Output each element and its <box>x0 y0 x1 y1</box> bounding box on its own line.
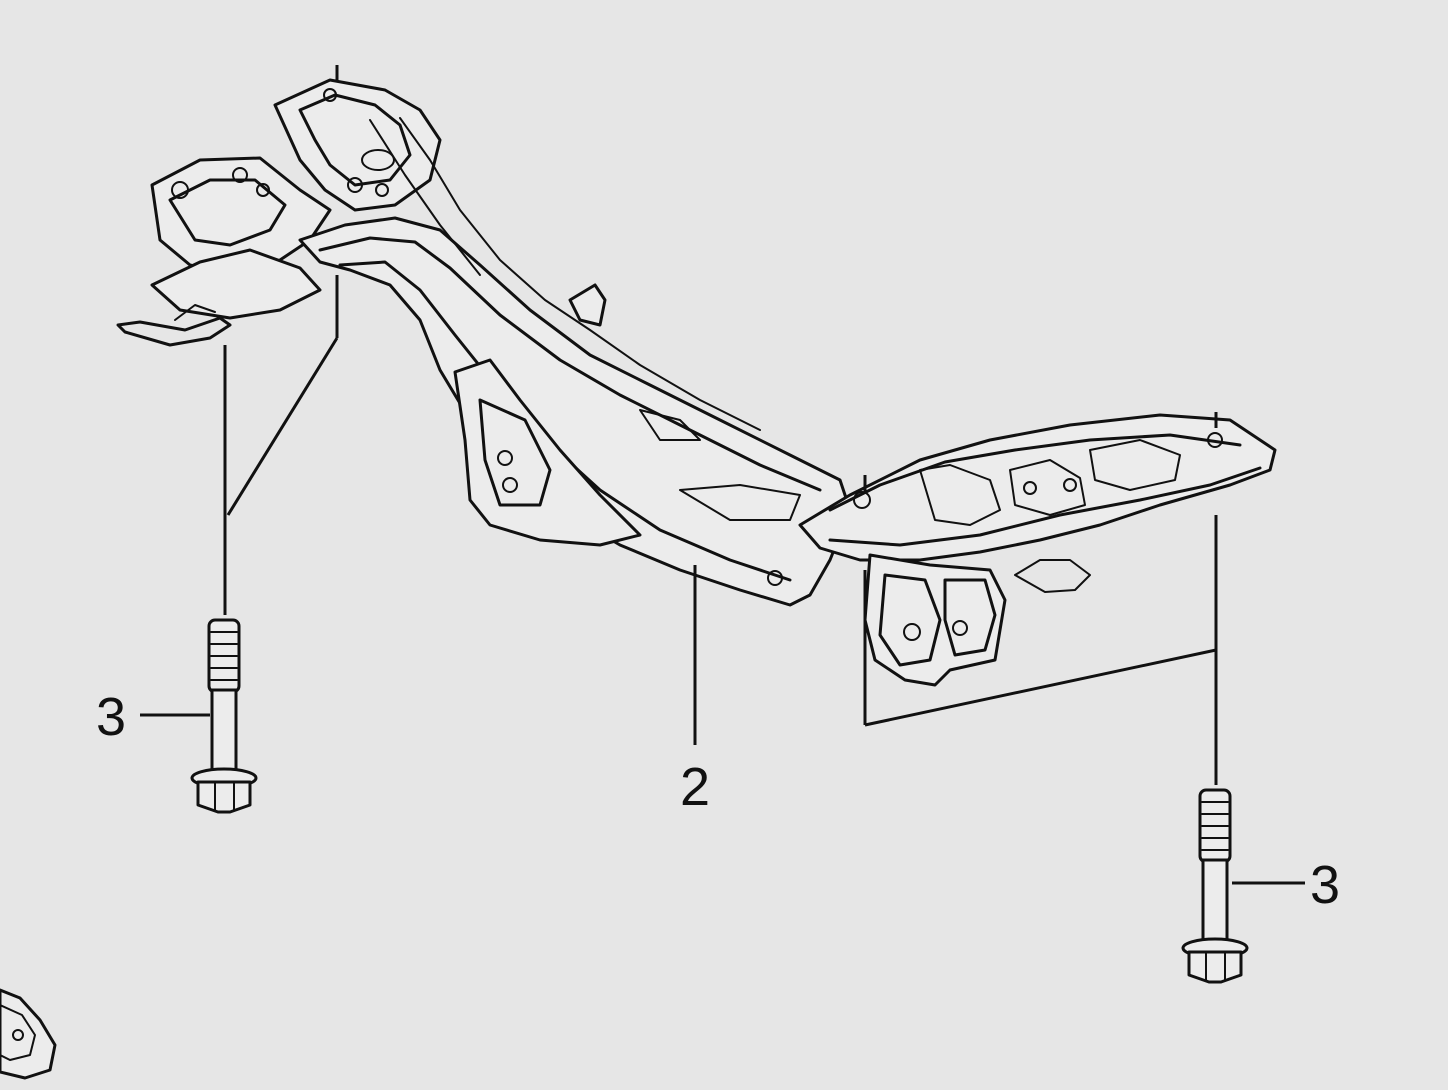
assembly-leader-lines <box>140 65 1305 885</box>
adjacent-part-fragment <box>0 988 57 1080</box>
flange-bolt-right[interactable] <box>1181 788 1249 984</box>
callout-number-part-2: 2 <box>680 757 710 817</box>
subframe-crossmember[interactable] <box>116 78 1277 687</box>
callout-number-part-3-left: 3 <box>96 687 126 747</box>
flange-bolt-left[interactable] <box>190 618 258 814</box>
callout-number-part-3-right: 3 <box>1310 855 1340 915</box>
